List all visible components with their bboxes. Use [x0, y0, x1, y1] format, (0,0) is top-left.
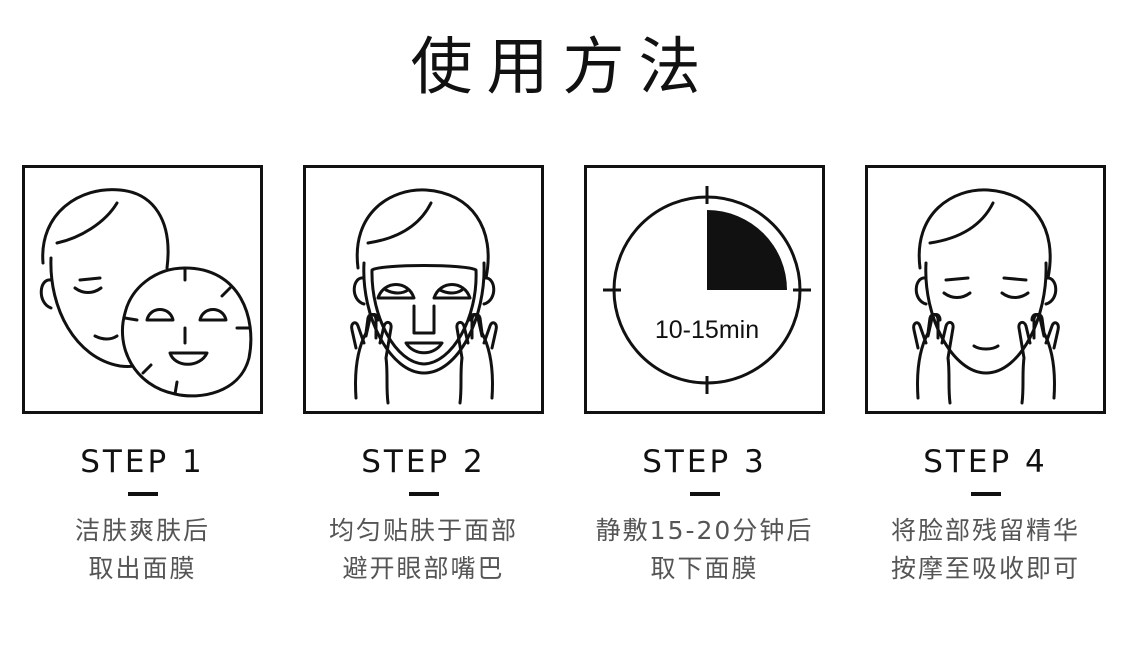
step-1-description: 洁肤爽肤后 取出面膜: [75, 512, 210, 588]
step-4-description: 将脸部残留精华 按摩至吸收即可: [891, 512, 1080, 588]
step-2-line-2: 避开眼部嘴巴: [342, 554, 505, 583]
step-1-divider: [127, 492, 158, 496]
step-1: STEP 1 洁肤爽肤后 取出面膜: [22, 165, 263, 588]
step-4: STEP 4 将脸部残留精华 按摩至吸收即可: [865, 165, 1106, 588]
step-4-illustration-frame: [865, 165, 1106, 414]
timer-text: 10-15min: [655, 316, 759, 344]
steps-row: STEP 1 洁肤爽肤后 取出面膜: [22, 165, 1106, 588]
step-2-line-1: 均匀贴肤于面部: [328, 516, 518, 545]
step-3-description: 静敷15-20分钟后 取下面膜: [596, 512, 814, 588]
step-3-line-1: 静敷15-20分钟后: [595, 516, 814, 545]
step-3-label: STEP 3: [642, 444, 767, 480]
step-2-label: STEP 2: [361, 444, 486, 480]
step-2-illustration-frame: [303, 165, 544, 414]
step-2-description: 均匀贴肤于面部 避开眼部嘴巴: [329, 512, 518, 588]
step-4-label: STEP 4: [923, 444, 1048, 480]
face-applying-mask-icon: [350, 188, 498, 405]
page-title: 使用方法: [410, 30, 715, 103]
step-3: 10-15min STEP 3 静敷15-20分钟后 取下面膜: [584, 165, 825, 588]
step-1-label: STEP 1: [80, 444, 205, 480]
face-massaging-icon: [912, 188, 1060, 405]
step-4-divider: [970, 492, 1001, 496]
step-3-divider: [689, 492, 720, 496]
step-1-illustration-frame: [22, 165, 263, 414]
step-1-line-2: 取出面膜: [88, 554, 197, 583]
timer-clock-icon: 10-15min: [603, 186, 811, 394]
step-3-line-2: 取下面膜: [650, 554, 759, 583]
face-with-mask-sheet-icon: [39, 188, 253, 398]
step-4-line-1: 将脸部残留精华: [890, 516, 1080, 545]
step-3-illustration-frame: 10-15min: [584, 165, 825, 414]
step-1-line-1: 洁肤爽肤后: [74, 516, 210, 545]
step-2-divider: [408, 492, 439, 496]
step-4-line-2: 按摩至吸收即可: [890, 554, 1080, 583]
step-2: STEP 2 均匀贴肤于面部 避开眼部嘴巴: [303, 165, 544, 588]
